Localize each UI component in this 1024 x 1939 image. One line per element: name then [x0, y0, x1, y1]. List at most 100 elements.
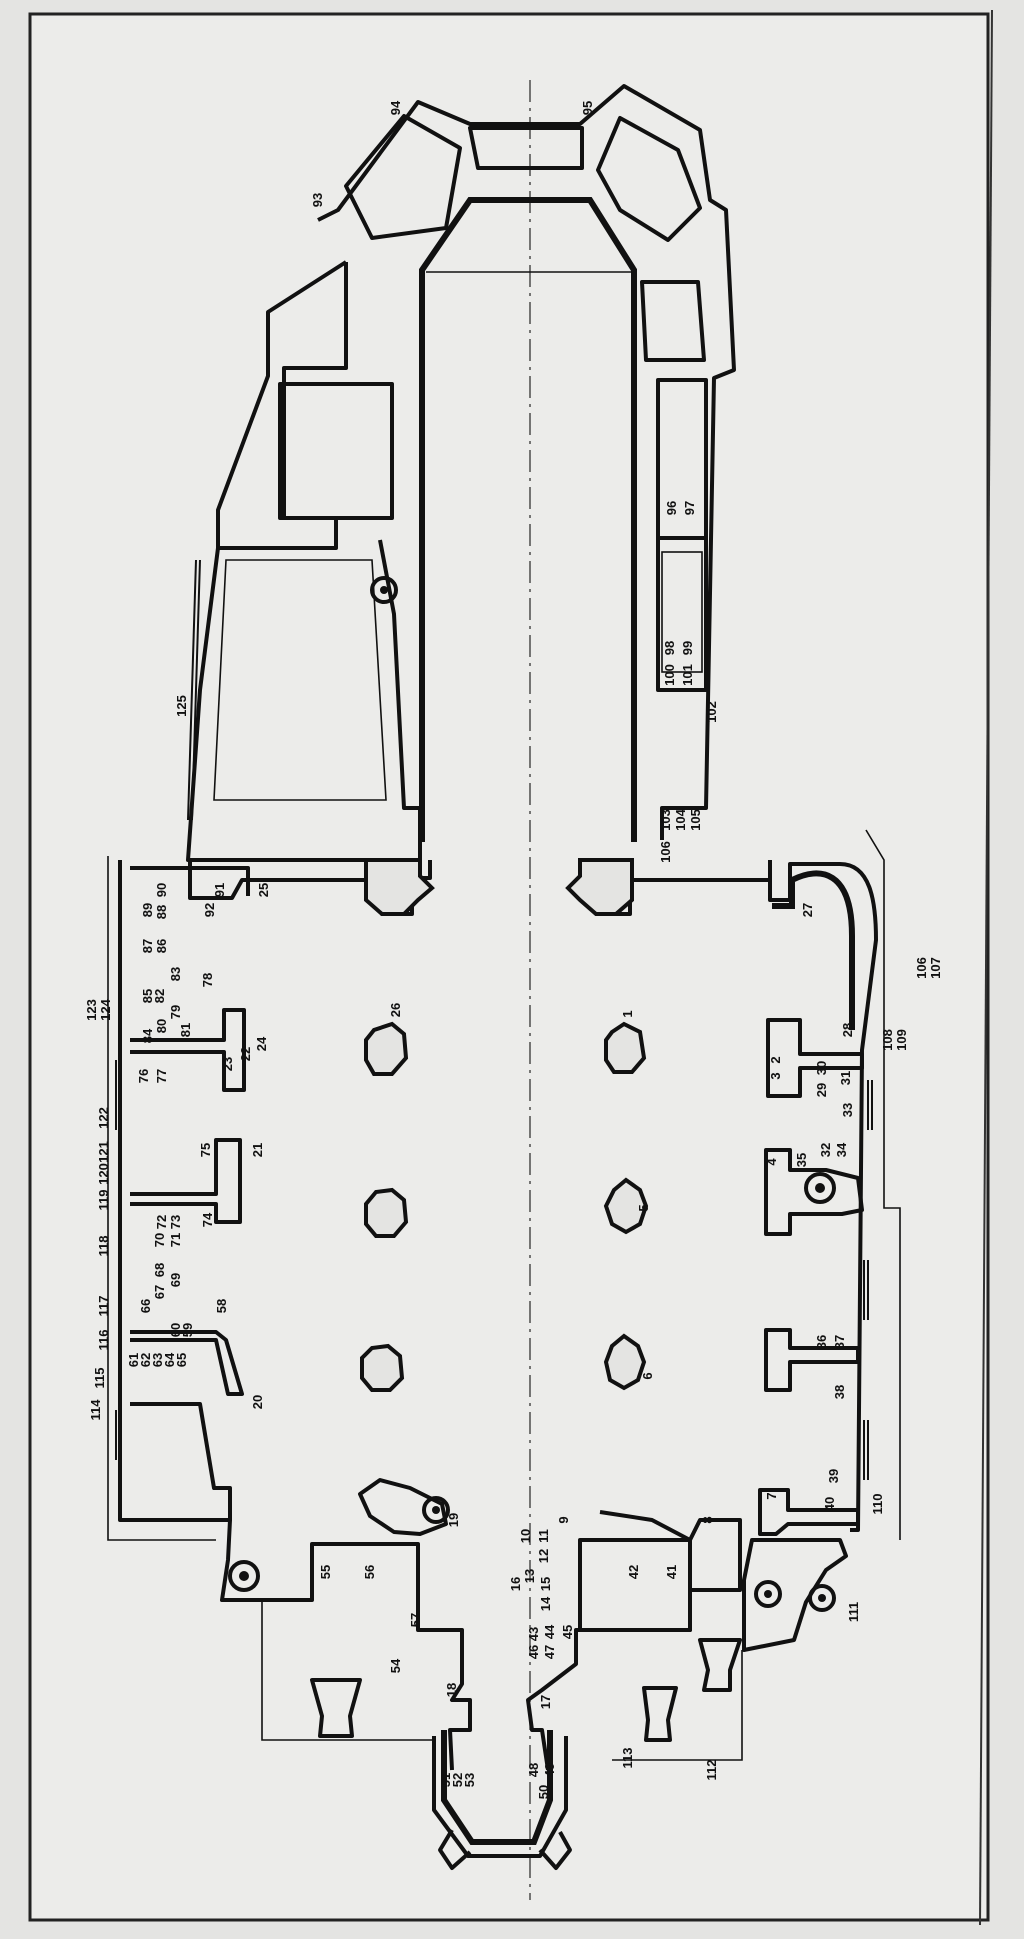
west-stair-south-a-core [764, 1590, 772, 1598]
nave-pier-1 [604, 1021, 647, 1074]
reference-number-label: 90 [154, 883, 169, 897]
reference-number-label: 22 [238, 1047, 253, 1061]
reference-number-label: 89 [140, 903, 155, 917]
reference-number-label: 26 [388, 1003, 403, 1017]
reference-number-label: 33 [840, 1103, 855, 1117]
reference-number-label: 12 [536, 1549, 551, 1563]
reference-number-label: 119 [96, 1190, 111, 1211]
apse-chapel-right [596, 116, 702, 242]
reference-number-label: 48 [526, 1763, 541, 1777]
crossing-south-pier [565, 858, 634, 916]
south-porch [642, 1686, 678, 1742]
south-porch-apse [772, 870, 855, 1030]
reference-number-label: 17 [538, 1695, 553, 1709]
reference-number-label: 5 [636, 1204, 651, 1211]
reference-number-label: 50 [536, 1785, 551, 1799]
reference-number-label: 20 [250, 1395, 265, 1409]
reference-number-label: 107 [928, 957, 943, 979]
reference-number-label: 75 [198, 1143, 213, 1157]
reference-number-label: 120 [96, 1163, 111, 1185]
nave-south-wall [768, 860, 878, 1532]
reference-number-label: 111 [846, 1602, 861, 1622]
south-chamber-wall [656, 378, 708, 692]
reference-number-label: 68 [152, 1263, 167, 1277]
reference-number-label: 9 [556, 1516, 571, 1523]
precinct-line-north [261, 1600, 432, 1741]
reference-number-label: 2 [768, 1056, 783, 1063]
west-apse-buttress-right [538, 1831, 572, 1870]
reference-number-label: 14 [538, 1596, 553, 1611]
west-stair-south-b-core [818, 1594, 826, 1602]
reference-number-label: 62 [138, 1353, 153, 1367]
reference-number-label: 124 [98, 998, 113, 1020]
reference-number-label: 19 [446, 1513, 461, 1527]
reference-number-label: 61 [126, 1353, 141, 1367]
reference-number-label: 4 [764, 1158, 779, 1166]
reference-number-label: 82 [152, 989, 167, 1003]
reference-number-label: 38 [832, 1385, 847, 1399]
reference-number-label: 29 [814, 1083, 829, 1097]
reference-number-label: 15 [538, 1577, 553, 1591]
reference-number-label: 64 [162, 1352, 177, 1367]
south-buttress-35 [764, 1148, 864, 1236]
reference-number-label: 78 [200, 973, 215, 987]
reference-number-label: 65 [174, 1353, 189, 1367]
reference-number-label: 74 [200, 1212, 215, 1227]
reference-number-label: 59 [180, 1323, 195, 1337]
north-buttress-21 [130, 1138, 242, 1224]
reference-number-label: 87 [140, 939, 155, 953]
north-chapel-wall [186, 539, 422, 862]
north-corner-stair [228, 1560, 260, 1592]
window-marks [115, 559, 873, 1480]
reference-number-label: 97 [682, 501, 697, 515]
reference-number-label: 56 [362, 1565, 377, 1579]
west-tower-north-stair [358, 1478, 448, 1536]
reference-number-label: 115 [92, 1368, 107, 1389]
south-buttress-7 [758, 1488, 860, 1536]
reference-number-label: 114 [88, 1399, 103, 1421]
reference-number-label: 81 [178, 1023, 193, 1037]
reference-number-label: 32 [818, 1143, 833, 1157]
reference-number-label: 110 [870, 1494, 885, 1515]
reference-number-label: 18 [444, 1683, 459, 1697]
reference-number-label: 34 [834, 1142, 849, 1157]
reference-number-label: 41 [664, 1565, 679, 1579]
reference-number-label: 93 [310, 193, 325, 207]
apse-outer-wall [317, 84, 736, 840]
reference-number-label: 60 [168, 1323, 183, 1337]
reference-number-label: 53 [462, 1773, 477, 1787]
nave-pier-26 [364, 1021, 409, 1076]
reference-number-label: 49 [542, 1763, 557, 1777]
reference-number-label: 88 [154, 905, 169, 919]
reference-number-label: 6 [640, 1372, 655, 1379]
reference-number-label: 45 [560, 1625, 575, 1639]
reference-number-label: 55 [318, 1565, 333, 1579]
reference-number-label: 77 [154, 1069, 169, 1083]
nave-north-outer [107, 856, 216, 1541]
north-porch [310, 1678, 362, 1738]
reference-number-label: 91 [212, 883, 227, 897]
precinct-line-south [612, 1650, 743, 1761]
reference-number-label: 106 [914, 957, 929, 979]
reference-number-label: 118 [96, 1236, 111, 1257]
west-stair-south-a [754, 1580, 782, 1608]
reference-number-label: 94 [388, 100, 403, 115]
sheet-border [28, 12, 990, 1922]
reference-number-label: 8 [700, 1516, 715, 1523]
reference-number-label: 25 [256, 883, 271, 897]
apse-chapel-top [468, 126, 584, 170]
reference-number-label: 69 [168, 1273, 183, 1287]
reference-number-label: 58 [214, 1299, 229, 1313]
reference-number-label: 95 [580, 101, 595, 115]
crossing-north-pier [364, 858, 435, 916]
north-corner-stair-core [239, 1571, 249, 1581]
stair-turret-north [370, 576, 398, 604]
north-chapel-bay [130, 866, 250, 896]
reference-number-label: 96 [664, 501, 679, 515]
reference-number-label: 10 [518, 1529, 533, 1543]
reference-number-label: 54 [388, 1658, 403, 1673]
south-chamber-niche [661, 551, 703, 673]
